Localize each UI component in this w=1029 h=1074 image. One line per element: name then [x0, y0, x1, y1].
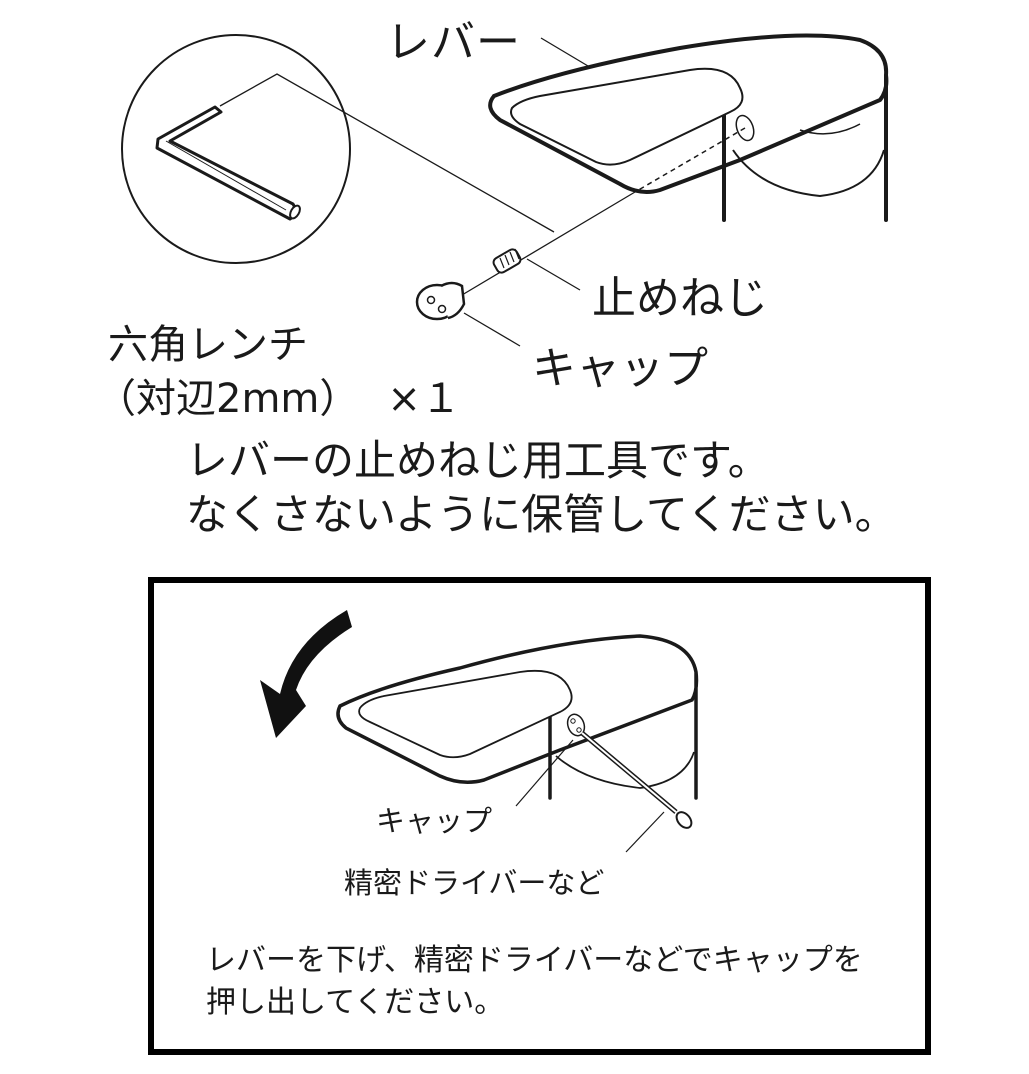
storage-note-line-2: なくさないように保管してください。 — [186, 490, 897, 539]
cap-label-lower: キャップ — [376, 804, 493, 838]
storage-note-line-1: レバーの止めねじ用工具です。 — [186, 436, 770, 485]
hex-wrench-quantity: ×１ — [387, 376, 461, 422]
instruction-line-2: 押し出してください。 — [206, 985, 505, 1020]
cap-removal-instruction: レバーを下げ、精密ドライバーなどでキャップを 押し出してください。 — [206, 940, 863, 1024]
cap-icon — [415, 281, 521, 347]
upper-illustration — [121, 33, 889, 347]
storage-note: レバーの止めねじ用工具です。 なくさないように保管してください。 — [186, 434, 897, 542]
cap-label: キャップ — [532, 343, 708, 394]
hex-wrench-icon — [121, 34, 555, 264]
instruction-line-1: レバーを下げ、精密ドライバーなどでキャップを — [206, 943, 863, 978]
hex-wrench-spec: （対辺2mm） ×１ — [96, 366, 461, 424]
precision-driver-label: 精密ドライバーなど — [344, 866, 605, 900]
lever-illustration — [488, 33, 889, 222]
set-screw-label: 止めねじ — [592, 273, 768, 324]
lever-label: レバー — [386, 17, 521, 68]
set-screw-icon — [461, 191, 636, 296]
cap-removal-box — [148, 577, 931, 1055]
hex-wrench-size: （対辺2mm） — [96, 376, 360, 422]
hex-wrench-label: 六角レンチ — [108, 322, 308, 368]
